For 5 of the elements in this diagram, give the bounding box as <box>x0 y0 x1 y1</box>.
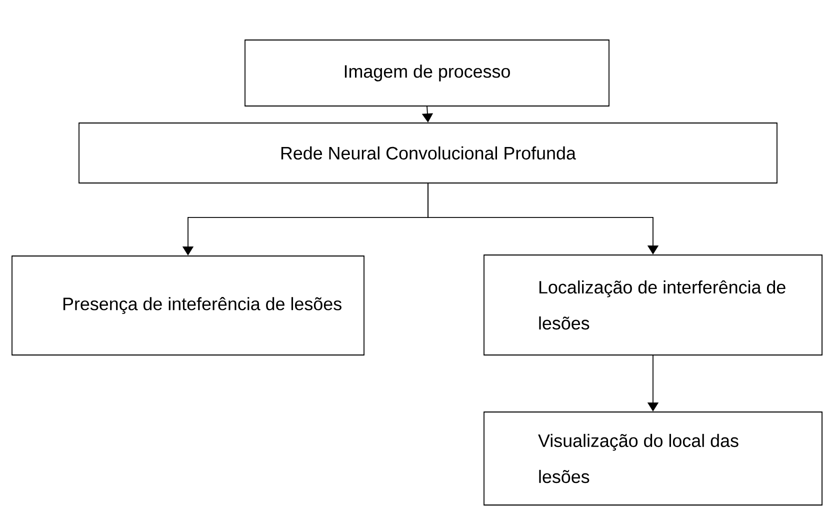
process-box: Visualização do local das lesões <box>484 412 822 506</box>
process-box: Rede Neural Convolucional Profunda <box>78 122 778 184</box>
process-box: Localização de interferência de lesões <box>484 254 822 356</box>
process-box: Presença de inteferência de lesões <box>12 256 364 356</box>
process-box: Imagem de processo <box>244 40 610 106</box>
